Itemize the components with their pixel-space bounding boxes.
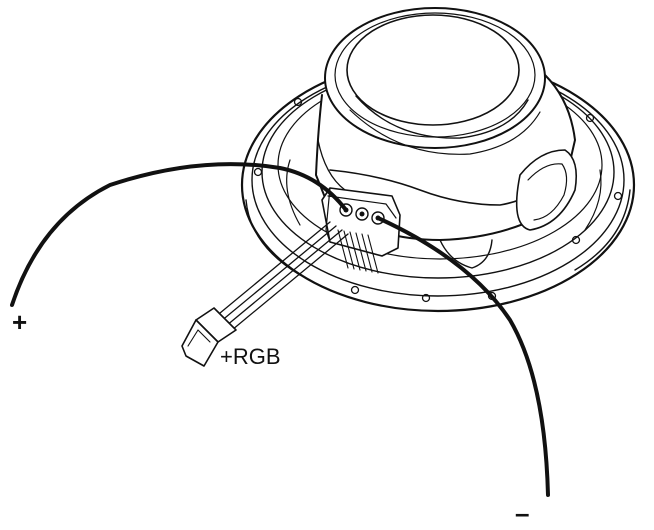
- terminal-screw-negative: [371, 211, 385, 225]
- terminal-screw-middle: [355, 207, 369, 221]
- rgb-label: +RGB: [220, 344, 281, 369]
- terminal-block: [321, 187, 401, 274]
- screw-hole: [350, 285, 360, 295]
- positive-wire: [10, 162, 348, 307]
- screw-hole: [585, 113, 595, 123]
- screw-hole: [613, 191, 623, 201]
- speaker-assembly: [10, 7, 636, 497]
- screw-hole: [253, 167, 263, 177]
- screw-hole: [571, 235, 581, 245]
- screw-hole: [293, 97, 303, 107]
- positive-label: +: [12, 307, 27, 337]
- speaker-grille-dome: [324, 7, 546, 155]
- terminal-screw-positive: [339, 203, 353, 217]
- rgb-ribbon-cable: [213, 221, 349, 331]
- negative-label: –: [515, 498, 529, 528]
- negative-wire: [376, 216, 550, 497]
- screw-hole: [421, 293, 431, 303]
- rgb-connector: [181, 307, 237, 367]
